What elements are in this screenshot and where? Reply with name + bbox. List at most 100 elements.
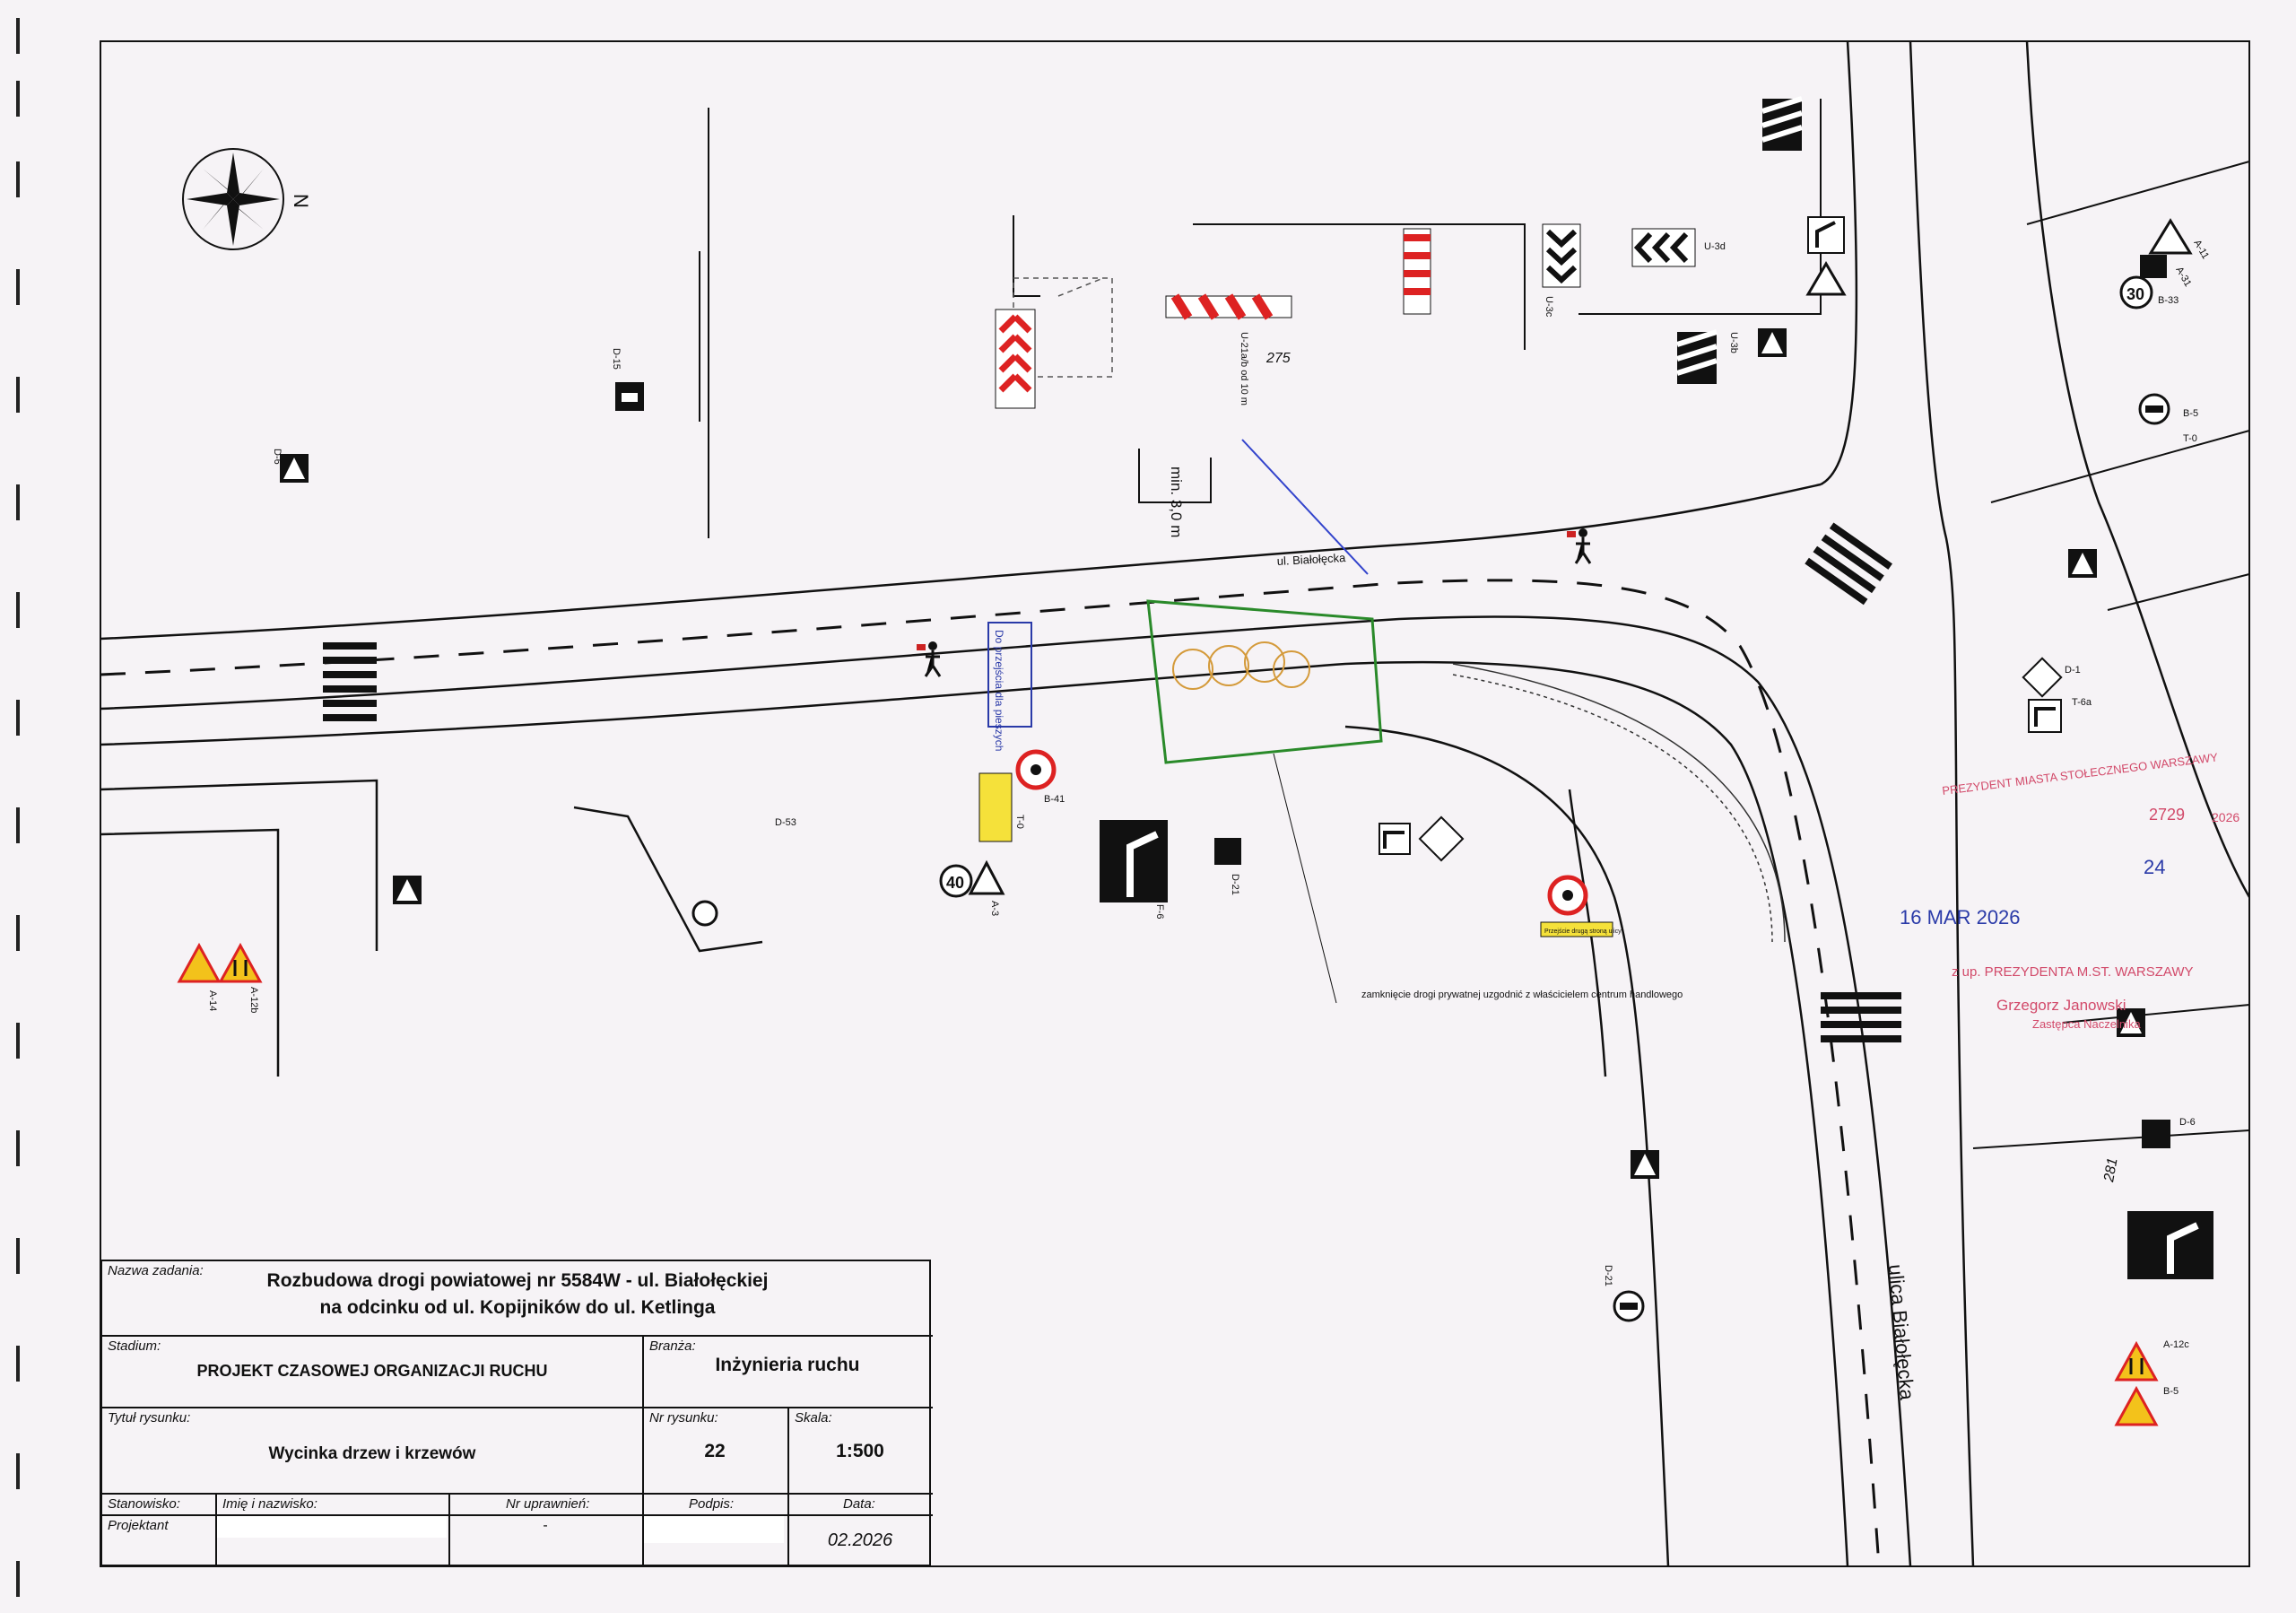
zebra-crossing — [1805, 522, 1892, 606]
branch-caption: Branża: — [649, 1338, 696, 1354]
sign-label: D-6 — [2179, 1117, 2196, 1128]
a12b-narrowing-sign — [218, 942, 263, 983]
pedestrian-icon — [917, 641, 942, 677]
stamp-case-no: 2729 — [2149, 806, 2185, 824]
building-outlines — [699, 99, 2250, 1149]
d6-crossing-sign — [1758, 328, 1787, 357]
sign-label: D-21 — [1603, 1265, 1613, 1286]
divider — [448, 1495, 450, 1514]
d6-crossing-sign — [2117, 1008, 2145, 1037]
sign-label: A-11 — [2191, 239, 2211, 261]
dimension-label: min. 3,0 m — [1168, 466, 1185, 537]
drawing-row: Tytuł rysunku: Wycinka drzew i krzewów N… — [102, 1407, 933, 1493]
signature-redaction — [644, 1516, 784, 1543]
signature-caption: Podpis: — [689, 1496, 735, 1512]
zebra-crossing — [1821, 992, 1901, 1042]
d21-sign — [1214, 838, 1241, 865]
f6-direction-sign — [1100, 820, 1168, 902]
drawing-value: Wycinka drzew i krzewów — [268, 1444, 476, 1463]
b41-no-pedestrians-sign — [1015, 749, 1057, 790]
task-name-line2: na odcinku od ul. Kopijników do ul. Ketl… — [319, 1297, 716, 1318]
a12c-narrowing-sign — [2114, 1340, 2159, 1382]
name-redaction — [217, 1516, 447, 1538]
speed-limit-30: 30 — [2126, 285, 2144, 303]
stage-value: PROJEKT CZASOWEJ ORGANIZACJI RUCHU — [196, 1362, 548, 1380]
stage-row: Stadium: PROJEKT CZASOWEJ ORGANIZACJI RU… — [102, 1335, 933, 1407]
sign-label: D-6 — [272, 449, 283, 465]
a3-curve-sign — [968, 859, 1005, 895]
stamp-line2: z up. PREZYDENTA M.ST. WARSZAWY — [1952, 964, 2193, 980]
pedestrian-icon — [1567, 528, 1592, 564]
sign-label: F-6 — [1154, 904, 1165, 920]
sign-label: B-5 — [2183, 408, 2198, 419]
f6-direction-sign — [2127, 1211, 2213, 1279]
divider — [642, 1495, 644, 1514]
license-value: - — [543, 1518, 548, 1533]
divider — [642, 1516, 644, 1565]
scale-caption: Skala: — [795, 1410, 832, 1426]
chevron-sign-red — [995, 309, 1036, 409]
barrier-stripes-sign — [1403, 228, 1431, 315]
street-label-ulica-bialolecka: ulica Białołęcka — [1884, 1263, 1918, 1401]
sign-label: A-12c — [2163, 1339, 2189, 1350]
d1-priority-sign — [2022, 657, 2063, 698]
sign-label: A-31 — [2173, 266, 2193, 289]
divider — [642, 1408, 644, 1493]
zebra-crossing — [323, 642, 377, 721]
sign-label: U-3c — [1544, 296, 1554, 318]
a31-sign — [2140, 255, 2167, 278]
stage-caption: Stadium: — [108, 1338, 161, 1354]
b5-sign — [2138, 393, 2170, 425]
stamp-date: 16 MAR 2026 — [1900, 906, 2021, 929]
divider — [787, 1495, 789, 1514]
divider — [787, 1408, 789, 1493]
sign-label: T-6a — [2072, 697, 2092, 708]
designer-row: Projektant - 02.2026 — [102, 1514, 933, 1565]
work-zone-outline — [1146, 599, 1383, 764]
chevron-sign-black — [1631, 228, 1696, 267]
a7-sign — [1805, 261, 1847, 296]
license-caption: Nr uprawnień: — [506, 1496, 590, 1512]
date-caption: Data: — [843, 1496, 875, 1512]
divider — [787, 1516, 789, 1565]
d21-sign — [2142, 1120, 2170, 1148]
road-number-281: 281 — [2101, 1156, 2121, 1183]
sign-label: T-0 — [1014, 815, 1025, 829]
number-caption: Nr rysunku: — [649, 1410, 718, 1426]
closure-note: zamknięcie drogi prywatnej uzgodnić z wł… — [1361, 990, 1683, 1000]
sign-label: B-5 — [2163, 1386, 2179, 1397]
b5-sign — [691, 900, 718, 927]
drawing-frame — [100, 40, 2250, 1567]
diagonal-stripe-sign — [1676, 329, 1718, 384]
stamp-name: Grzegorz Janowski — [1996, 997, 2126, 1014]
barrier-u21-sign — [1165, 293, 1292, 320]
a11-sign — [2148, 218, 2193, 255]
sign-code-labels: D-6 D-15 U-21a/b od 10 m U-3c U-3d U-3b … — [207, 239, 2211, 1398]
approval-stamp: PREZYDENT MIASTA STOŁECZNEGO WARSZAWY 27… — [1900, 750, 2239, 1031]
sign-label: A-12b — [248, 987, 259, 1013]
arrow-turn-sign — [1807, 216, 1845, 254]
divider — [215, 1495, 217, 1514]
compass-rose-icon — [182, 148, 284, 250]
blue-barrier-line — [1241, 439, 1369, 575]
stamp-year: 2026 — [2212, 810, 2239, 824]
title-block: Nazwa zadania: Rozbudowa drogi powiatowe… — [100, 1260, 933, 1566]
yellow-plate-text: Przejście drugą stroną ulicy — [1544, 929, 1622, 935]
sign-label: D-53 — [775, 817, 796, 828]
t6a-sign — [1378, 823, 1411, 855]
b33-speed-sign: 40 — [939, 864, 973, 898]
chevron-sign-black — [1542, 223, 1581, 288]
tram-track — [1452, 663, 1786, 943]
role-value: Projektant — [108, 1518, 169, 1533]
stamp-title: Zastępca Naczelnika — [2032, 1017, 2141, 1031]
date-value: 02.2026 — [827, 1530, 893, 1550]
scale-value: 1:500 — [836, 1441, 884, 1461]
sign-label: B-41 — [1044, 794, 1065, 805]
road-edges — [100, 40, 2251, 1567]
task-caption: Nazwa zadania: — [108, 1263, 204, 1278]
position-caption: Stanowisko: — [108, 1496, 180, 1512]
branch-value: Inżynieria ruchu — [715, 1355, 860, 1375]
stamp-page-no: 24 — [2144, 856, 2165, 878]
sign-label: D-15 — [611, 348, 622, 370]
street-label-bialolecka: ul. Białołęcka — [1276, 551, 1346, 568]
